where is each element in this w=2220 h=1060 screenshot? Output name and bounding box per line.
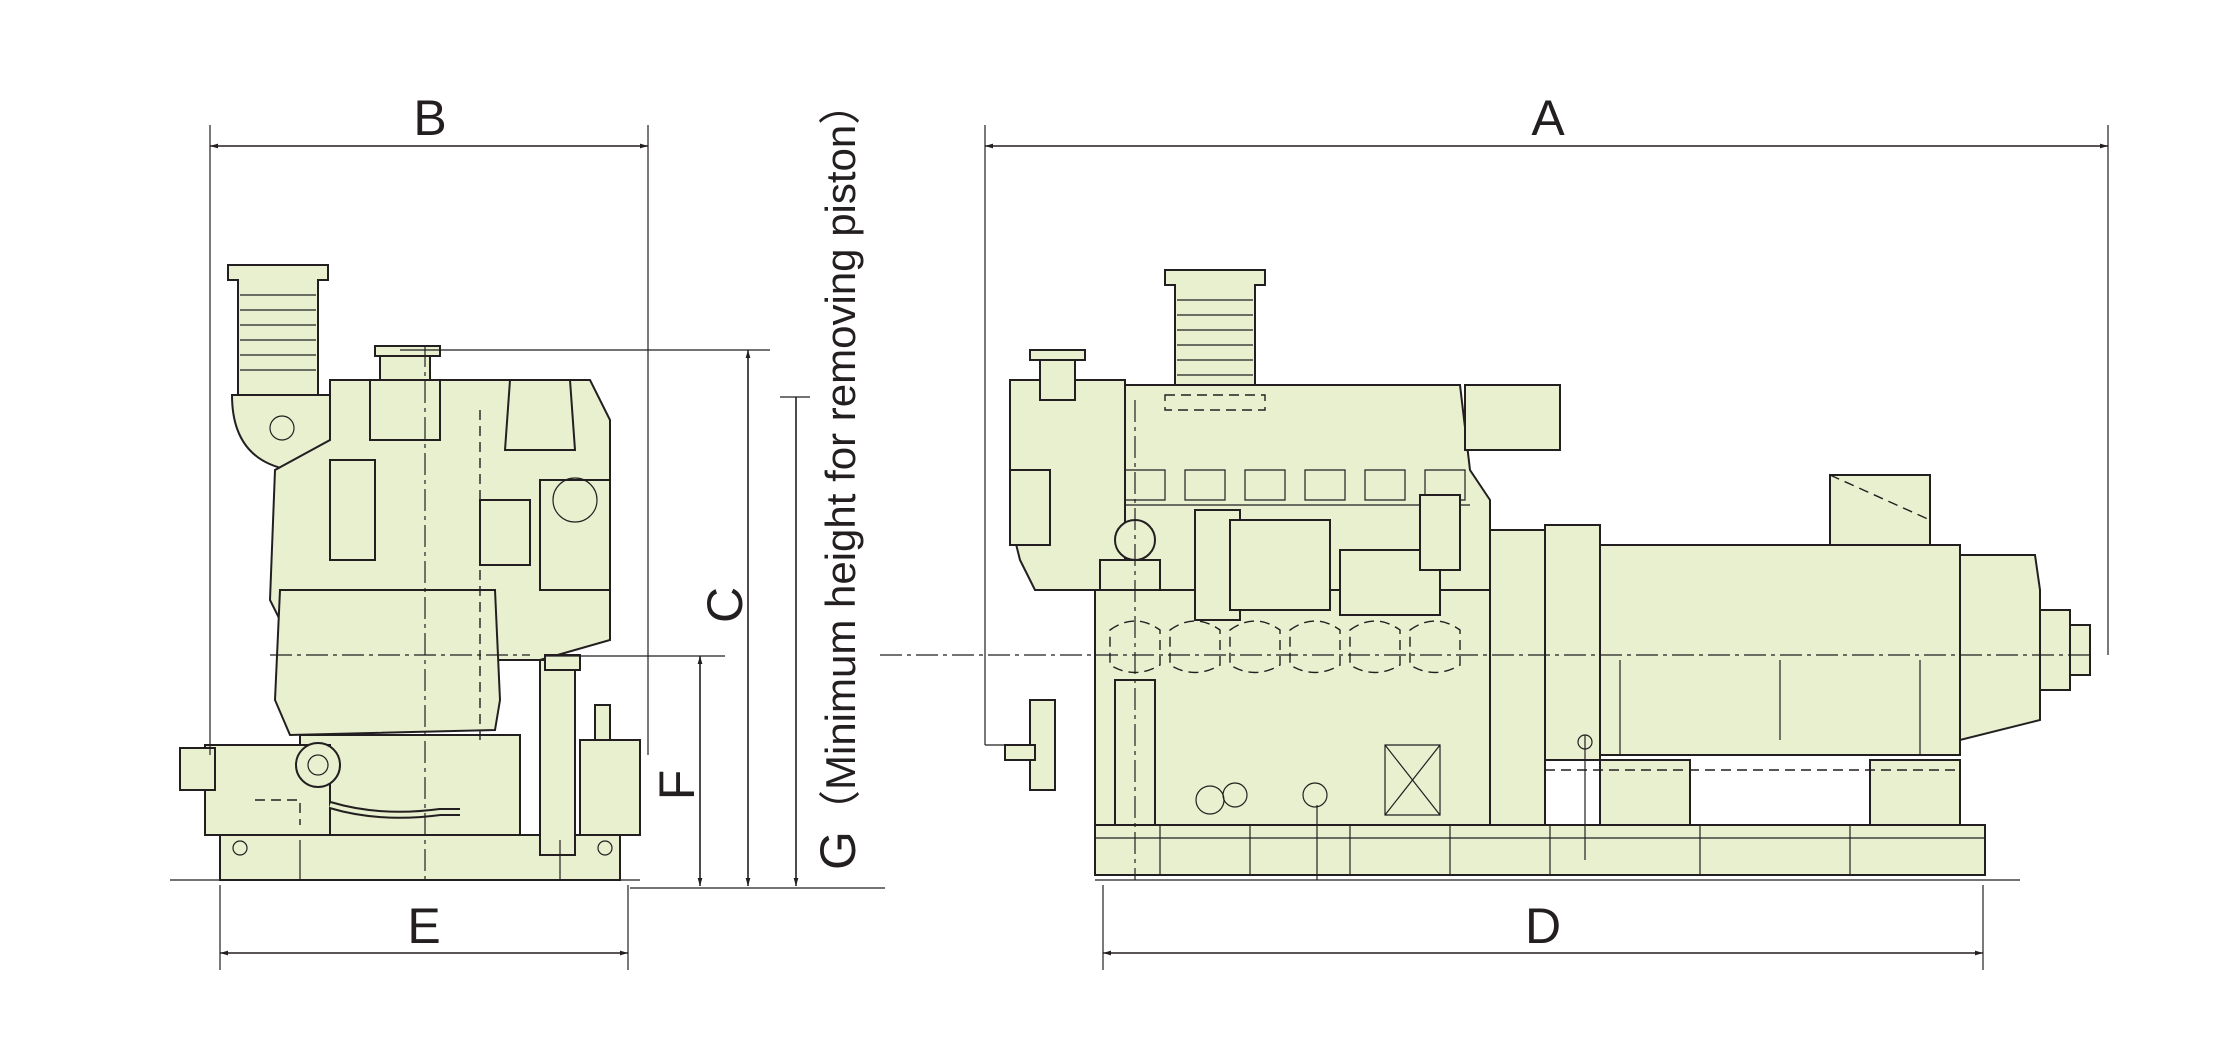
- dimension-label-c: C: [697, 587, 753, 623]
- front-view: [170, 264, 641, 881]
- dimension-label-b: B: [413, 90, 446, 146]
- dimension-label-d: D: [1525, 898, 1561, 954]
- dimension-label-a: A: [1531, 90, 1565, 146]
- dimension-lines: [209, 125, 2109, 970]
- dimension-label-f: F: [649, 770, 705, 801]
- dimension-label-g: G: [810, 831, 866, 870]
- dimension-label-e: E: [407, 898, 440, 954]
- dimension-note-g: （Minimum height for removing piston）: [817, 83, 864, 832]
- side-view: [880, 269, 2095, 881]
